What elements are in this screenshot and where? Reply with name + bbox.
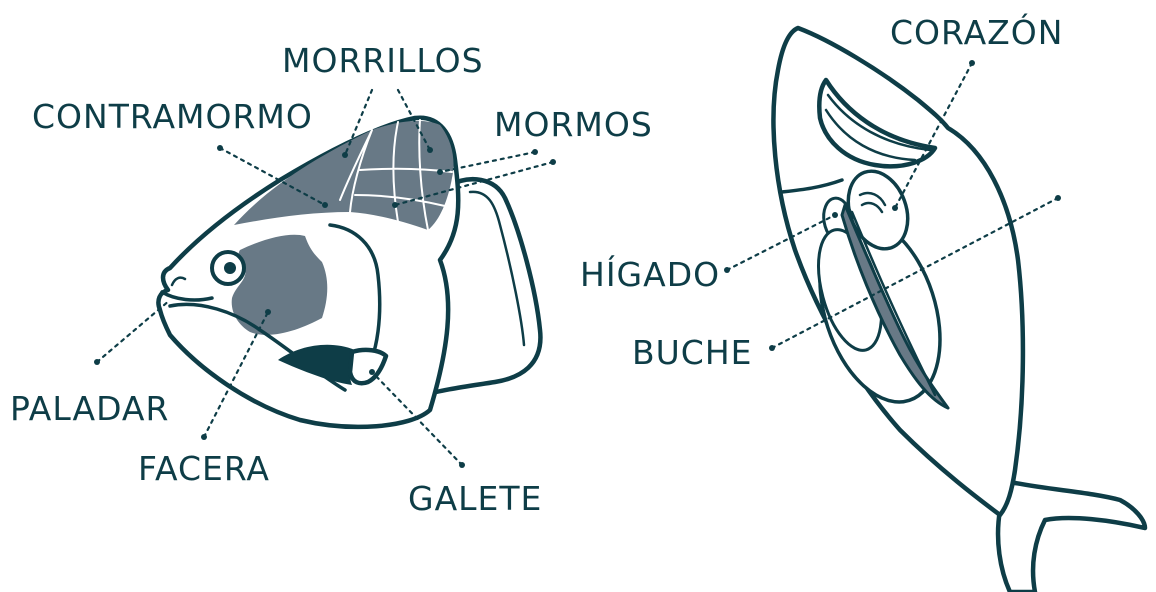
- fish-head-illustration: [158, 118, 540, 427]
- leader-dot: [437, 169, 443, 175]
- leader-dot: [201, 434, 207, 440]
- fish-body-illustration: [773, 28, 1145, 592]
- tail-outline: [998, 482, 1145, 592]
- leader-dot: [322, 202, 328, 208]
- label-contramormo: CONTRAMORMO: [32, 100, 313, 133]
- leader-paladar: [97, 300, 170, 362]
- label-galete: GALETE: [408, 482, 542, 515]
- label-higado: HÍGADO: [580, 258, 720, 291]
- label-mormos: MORMOS: [494, 108, 653, 141]
- label-morrillos: MORRILLOS: [282, 44, 484, 77]
- label-corazon: CORAZÓN: [890, 16, 1063, 49]
- leader-dot: [832, 212, 838, 218]
- leader-dot: [392, 202, 398, 208]
- leader-dot: [265, 309, 271, 315]
- label-buche: BUCHE: [632, 336, 753, 369]
- leader-dot: [1055, 195, 1061, 201]
- label-facera: FACERA: [138, 452, 270, 485]
- leader-dot: [427, 147, 433, 153]
- eye-pupil: [224, 262, 236, 274]
- leader-dot: [892, 205, 898, 211]
- leader-dot: [342, 152, 348, 158]
- leader-dot: [94, 359, 100, 365]
- label-paladar: PALADAR: [10, 392, 169, 425]
- leader-dot: [459, 462, 465, 468]
- leader-dot: [369, 369, 375, 375]
